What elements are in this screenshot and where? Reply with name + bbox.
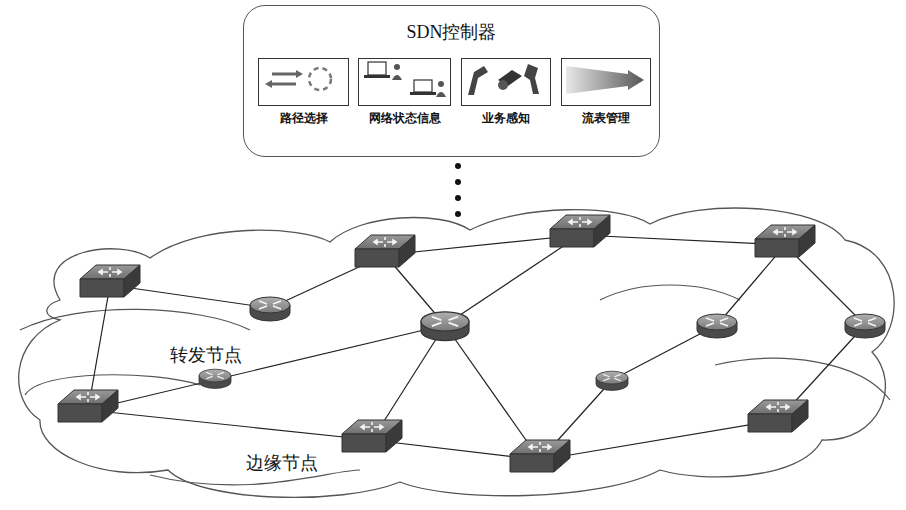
controller-box: SDN控制器路径选择网络状态信息业务感知流表管理 — [243, 5, 660, 157]
panel-frame — [258, 58, 349, 106]
function-label: 流表管理 — [555, 110, 657, 127]
forwarding-node-label: 转发节点 — [168, 346, 244, 366]
function-panel: 路径选择 — [258, 58, 349, 128]
function-label: 路径选择 — [252, 110, 355, 127]
function-panel: 网络状态信息 — [358, 58, 451, 128]
controller-title: SDN控制器 — [244, 20, 659, 44]
function-label: 网络状态信息 — [352, 110, 457, 127]
function-label: 业务感知 — [455, 110, 557, 127]
panel-frame — [561, 58, 651, 106]
panel-frame — [358, 58, 451, 106]
edge-node-label: 边缘节点 — [244, 454, 320, 474]
function-panel: 流表管理 — [561, 58, 651, 128]
panel-frame — [461, 58, 551, 106]
function-panel: 业务感知 — [461, 58, 551, 128]
